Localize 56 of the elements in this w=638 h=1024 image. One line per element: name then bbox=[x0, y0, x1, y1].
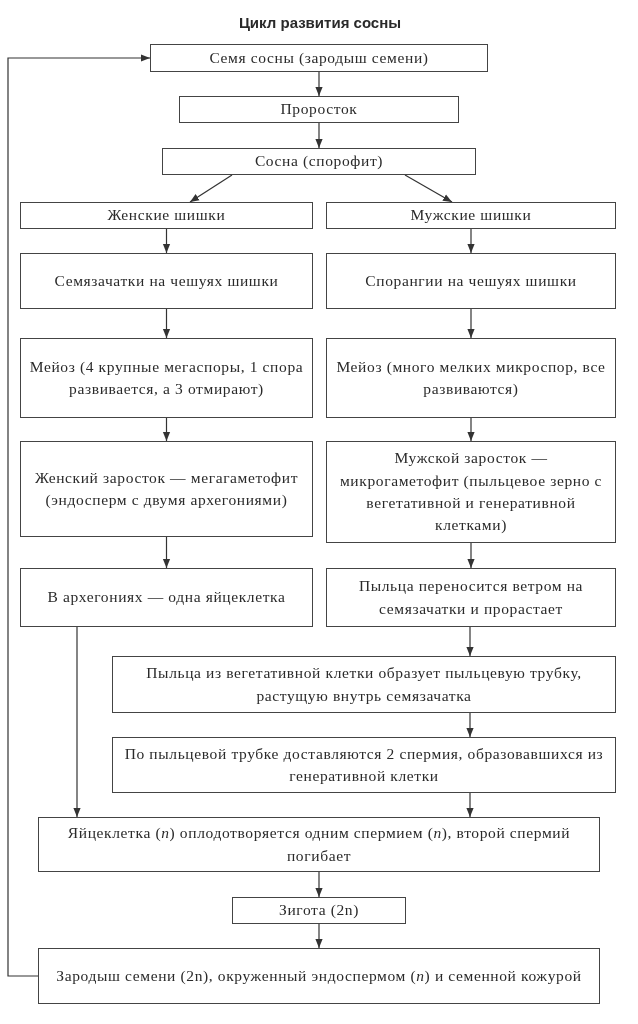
arrow bbox=[467, 417, 475, 442]
box-text: Мужской заросток — микрогаметофит (пыльцевое зерно с вегетативной и генеративной клетками) bbox=[338, 448, 604, 536]
process-box bbox=[326, 202, 616, 229]
arrow bbox=[315, 71, 323, 97]
process-box bbox=[20, 253, 313, 309]
arrow bbox=[162, 417, 171, 442]
box-text: Мужские шишки bbox=[410, 205, 532, 226]
box-text: Семя сосны (зародыш семени) bbox=[209, 47, 429, 68]
box-text: Сосна (спорофит) bbox=[254, 151, 384, 172]
process-box bbox=[162, 148, 476, 175]
process-box bbox=[326, 441, 616, 543]
box-text: Пыльца из вегетативной клетки образует пыльцевую трубку, растущую внутрь семязачатка bbox=[145, 663, 583, 706]
process-box bbox=[326, 338, 616, 418]
arrow bbox=[467, 308, 475, 339]
box-text: Женские шишки bbox=[107, 205, 226, 226]
process-box bbox=[326, 253, 616, 309]
arrow bbox=[315, 871, 323, 898]
process-box bbox=[38, 948, 600, 1004]
arrow bbox=[162, 308, 171, 339]
process-box bbox=[20, 338, 313, 418]
arrow bbox=[467, 228, 475, 254]
process-box bbox=[112, 656, 616, 713]
process-box bbox=[20, 202, 313, 229]
box-text: Спорангии на чешуях шишки bbox=[365, 270, 577, 291]
box-text: Зародыш семени (2n), окруженный эндоспермом (n) и семенной кожурой bbox=[56, 965, 582, 986]
box-text: Мейоз (много мелких микроспор, все развиваются) bbox=[335, 356, 607, 399]
arrow bbox=[7, 54, 151, 977]
box-text: Семязачатки на чешуях шишки bbox=[54, 270, 279, 291]
arrow bbox=[73, 626, 81, 818]
process-box bbox=[20, 441, 313, 537]
arrow bbox=[404, 174, 453, 203]
process-box bbox=[150, 44, 488, 72]
process-box bbox=[179, 96, 459, 123]
box-text: Пыльца переносится ветром на семязачатки и прорастает bbox=[357, 576, 585, 619]
process-box bbox=[38, 817, 600, 872]
arrow bbox=[466, 792, 474, 818]
box-text: Мейоз (4 крупные мегаспоры, 1 спора развивается, а 3 отмирают) bbox=[29, 356, 304, 399]
arrow bbox=[466, 712, 474, 738]
arrow bbox=[162, 536, 171, 569]
box-text: В архегониях — одна яйцеклетка bbox=[47, 587, 286, 608]
arrow bbox=[466, 626, 474, 657]
box-text: По пыльцевой трубке доставляются 2 спермия, образовавшихся из генеративной клетки bbox=[123, 743, 605, 786]
box-text: Проросток bbox=[280, 99, 358, 120]
diagram-title: Цикл развития сосны bbox=[237, 13, 403, 33]
process-box bbox=[112, 737, 616, 793]
process-box bbox=[20, 568, 313, 627]
arrow bbox=[467, 542, 475, 569]
box-text: Зигота (2n) bbox=[279, 900, 359, 921]
box-text: Яйцеклетка (n) оплодотворяется одним спермием (n), второй спермий погибает bbox=[66, 823, 572, 866]
process-box bbox=[232, 897, 406, 924]
box-text: Женский заросток — мегагаметофит (эндосперм с двумя архегониями) bbox=[33, 467, 300, 510]
process-box bbox=[326, 568, 616, 627]
arrow bbox=[189, 174, 233, 203]
arrow bbox=[315, 122, 323, 149]
arrow bbox=[315, 923, 323, 949]
arrow bbox=[162, 228, 171, 254]
